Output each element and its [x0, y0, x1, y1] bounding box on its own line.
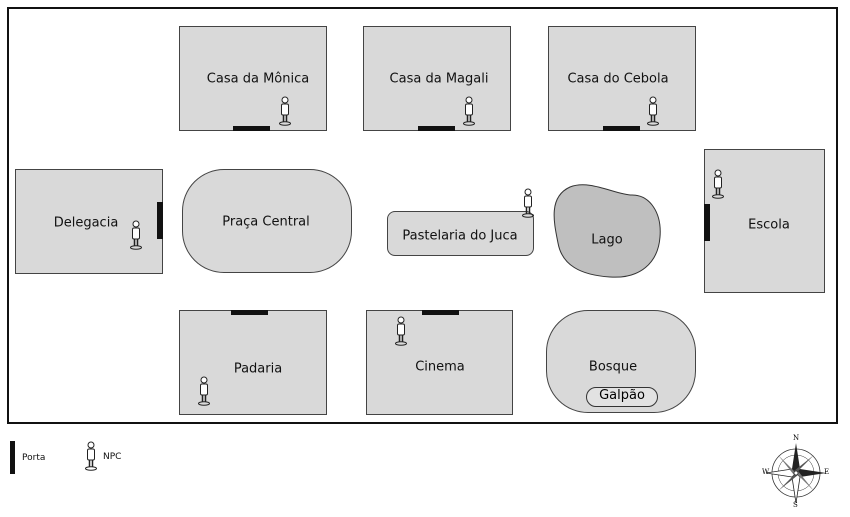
area-praca-central[interactable] — [182, 169, 352, 273]
building-galpao[interactable]: Galpão — [586, 387, 658, 407]
npc-icon[interactable] — [129, 220, 143, 250]
door-casa-cebola — [603, 126, 640, 131]
legend-door-label: Porta — [22, 453, 46, 463]
label-casa-cebola: Casa do Cebola — [567, 71, 669, 87]
label-bosque: Bosque — [588, 359, 638, 375]
compass-w: W — [762, 468, 770, 476]
label-casa-magali: Casa da Magali — [389, 71, 489, 87]
door-casa-magali — [418, 126, 455, 131]
npc-icon[interactable] — [197, 376, 211, 406]
building-casa-magali[interactable] — [363, 26, 511, 131]
compass-e: E — [824, 468, 830, 476]
door-casa-monica — [233, 126, 270, 131]
door-cinema — [422, 310, 459, 315]
npc-icon[interactable] — [394, 316, 408, 346]
building-escola[interactable] — [704, 149, 825, 293]
door-delegacia — [157, 202, 163, 239]
label-lago: Lago — [591, 232, 623, 248]
compass-n: N — [793, 434, 800, 442]
npc-icon[interactable] — [278, 96, 292, 126]
label-padaria: Padaria — [233, 361, 283, 377]
compass-rose-icon: N S E W — [760, 434, 832, 509]
legend-npc-icon — [85, 441, 97, 471]
label-escola: Escola — [748, 217, 790, 233]
door-escola — [704, 204, 710, 241]
map-border — [7, 7, 838, 424]
building-cinema[interactable] — [366, 310, 513, 415]
door-padaria — [231, 310, 268, 315]
label-praca-central: Praça Central — [222, 214, 310, 230]
label-cinema: Cinema — [415, 359, 465, 375]
legend-door-swatch — [10, 441, 15, 474]
compass-s: S — [793, 501, 798, 509]
npc-icon[interactable] — [646, 96, 660, 126]
npc-icon[interactable] — [462, 96, 476, 126]
label-delegacia: Delegacia — [53, 215, 119, 231]
npc-icon[interactable] — [711, 169, 725, 199]
npc-icon[interactable] — [521, 188, 535, 218]
area-lago[interactable] — [550, 183, 662, 279]
legend-npc-label: NPC — [103, 452, 122, 462]
label-pastelaria: Pastelaria do Juca — [402, 228, 518, 244]
building-pastelaria[interactable] — [387, 211, 534, 256]
label-casa-monica: Casa da Mônica — [206, 71, 310, 87]
